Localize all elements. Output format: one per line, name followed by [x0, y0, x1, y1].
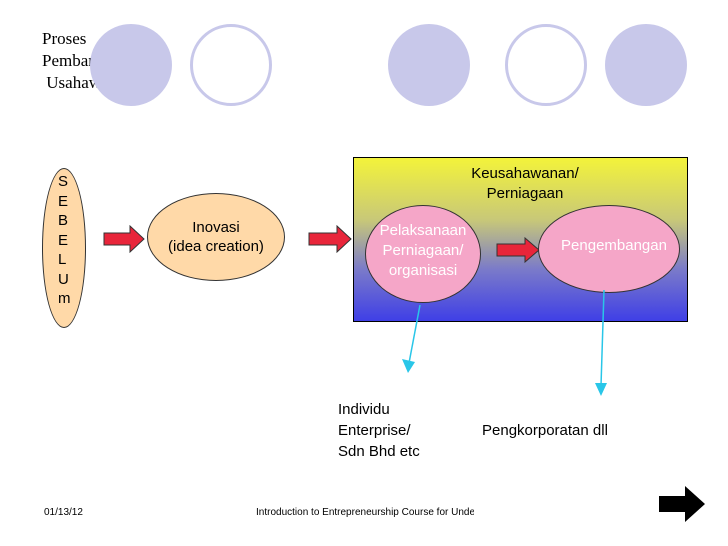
pengkorporatan-label: Pengkorporatan dll: [482, 422, 608, 439]
decor-circle-5: [605, 24, 687, 106]
sebelum-label: S E B E L U m: [58, 173, 71, 307]
decor-circle-3: [388, 24, 470, 106]
pelaksanaan-label: Pelaksanaan Perniagaan/ organisasi: [379, 222, 467, 279]
down-arrow-icon: [402, 305, 421, 373]
right-arrow-icon: [103, 225, 145, 253]
decor-circle-2: [190, 24, 272, 106]
pelaksanaan-oval: [365, 205, 481, 303]
decor-circle-4: [505, 24, 587, 106]
individu-label: Individu Enterprise/ Sdn Bhd etc: [338, 401, 420, 460]
right-arrow-icon: [496, 237, 540, 263]
down-arrow-icon: [595, 290, 607, 396]
pengembangan-oval: [538, 205, 680, 293]
footer-date: 01/13/12: [44, 507, 83, 518]
next-slide-icon[interactable]: [657, 484, 707, 524]
inovasi-oval: Inovasi (idea creation): [147, 193, 285, 281]
pengembangan-label: Pengembangan: [561, 237, 667, 254]
footer-text: Introduction to Entrepreneurship Course …: [256, 507, 474, 518]
decor-circle-1: [90, 24, 172, 106]
right-arrow-icon: [308, 225, 352, 253]
keusahawanan-title: Keusahawanan/ Perniagaan: [471, 165, 579, 202]
sebelum-oval: [42, 168, 86, 328]
